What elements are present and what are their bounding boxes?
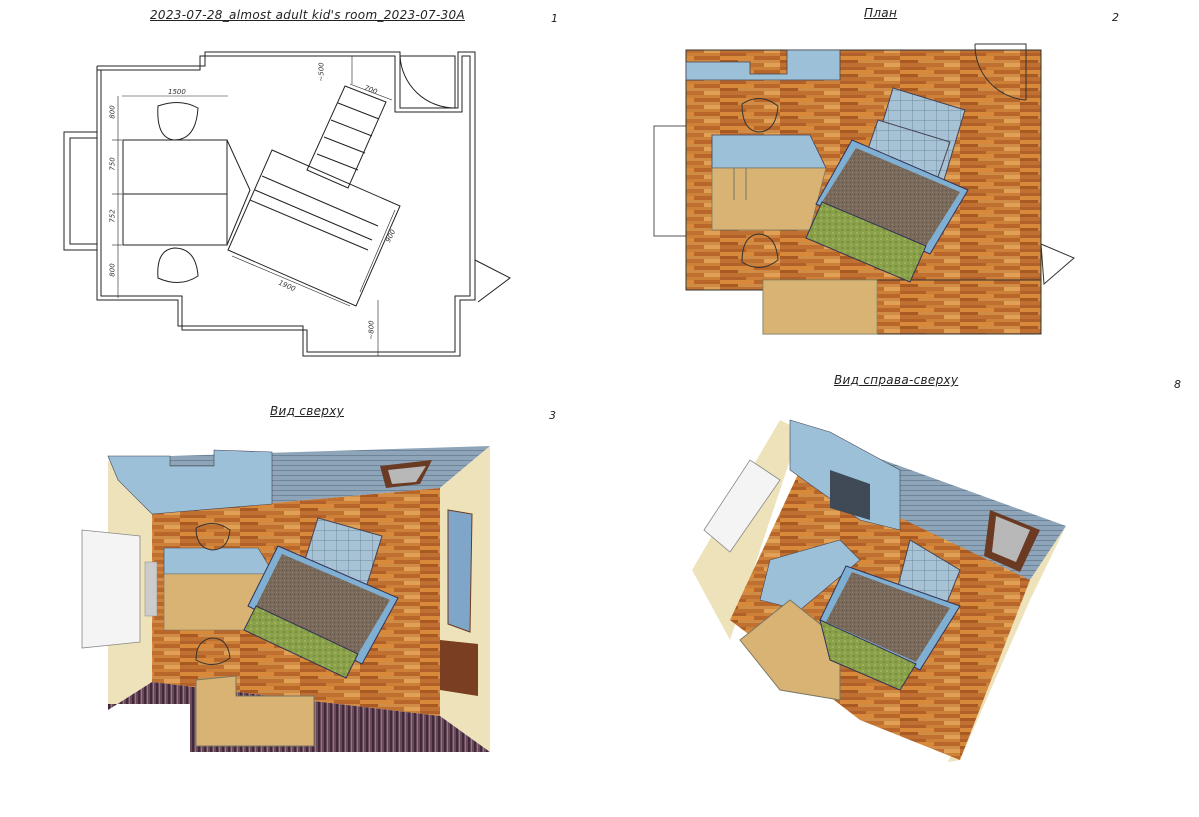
panel-8-title: Вид справа-сверху	[834, 373, 959, 387]
panel-2-number: 2	[1112, 11, 1119, 24]
dim-left-800-bottom: 800	[108, 263, 117, 277]
panel-2-colored-plan	[653, 43, 1075, 335]
panel-3-top-view	[81, 446, 490, 752]
panel-1-number: 1	[551, 12, 558, 25]
sheet-title: 2023-07-28_almost adult kid's room_2023-…	[150, 8, 465, 22]
panel-4-right-top-view	[692, 419, 1066, 762]
dim-desk-width: 1500	[168, 88, 186, 96]
dim-left-750: 750	[108, 157, 117, 171]
dim-left-752: 752	[108, 209, 117, 223]
dim-stairs-offset: ~500	[317, 62, 326, 82]
panel-1-floorplan-drawing	[63, 51, 511, 357]
panel-3-title: Вид сверху	[270, 404, 345, 418]
panel-8-number: 8	[1174, 378, 1181, 391]
dim-left-800-top: 800	[108, 105, 117, 119]
dim-door-offset: ~800	[367, 320, 376, 340]
panel-3-number: 3	[549, 409, 556, 422]
panel-2-title: План	[864, 6, 898, 20]
